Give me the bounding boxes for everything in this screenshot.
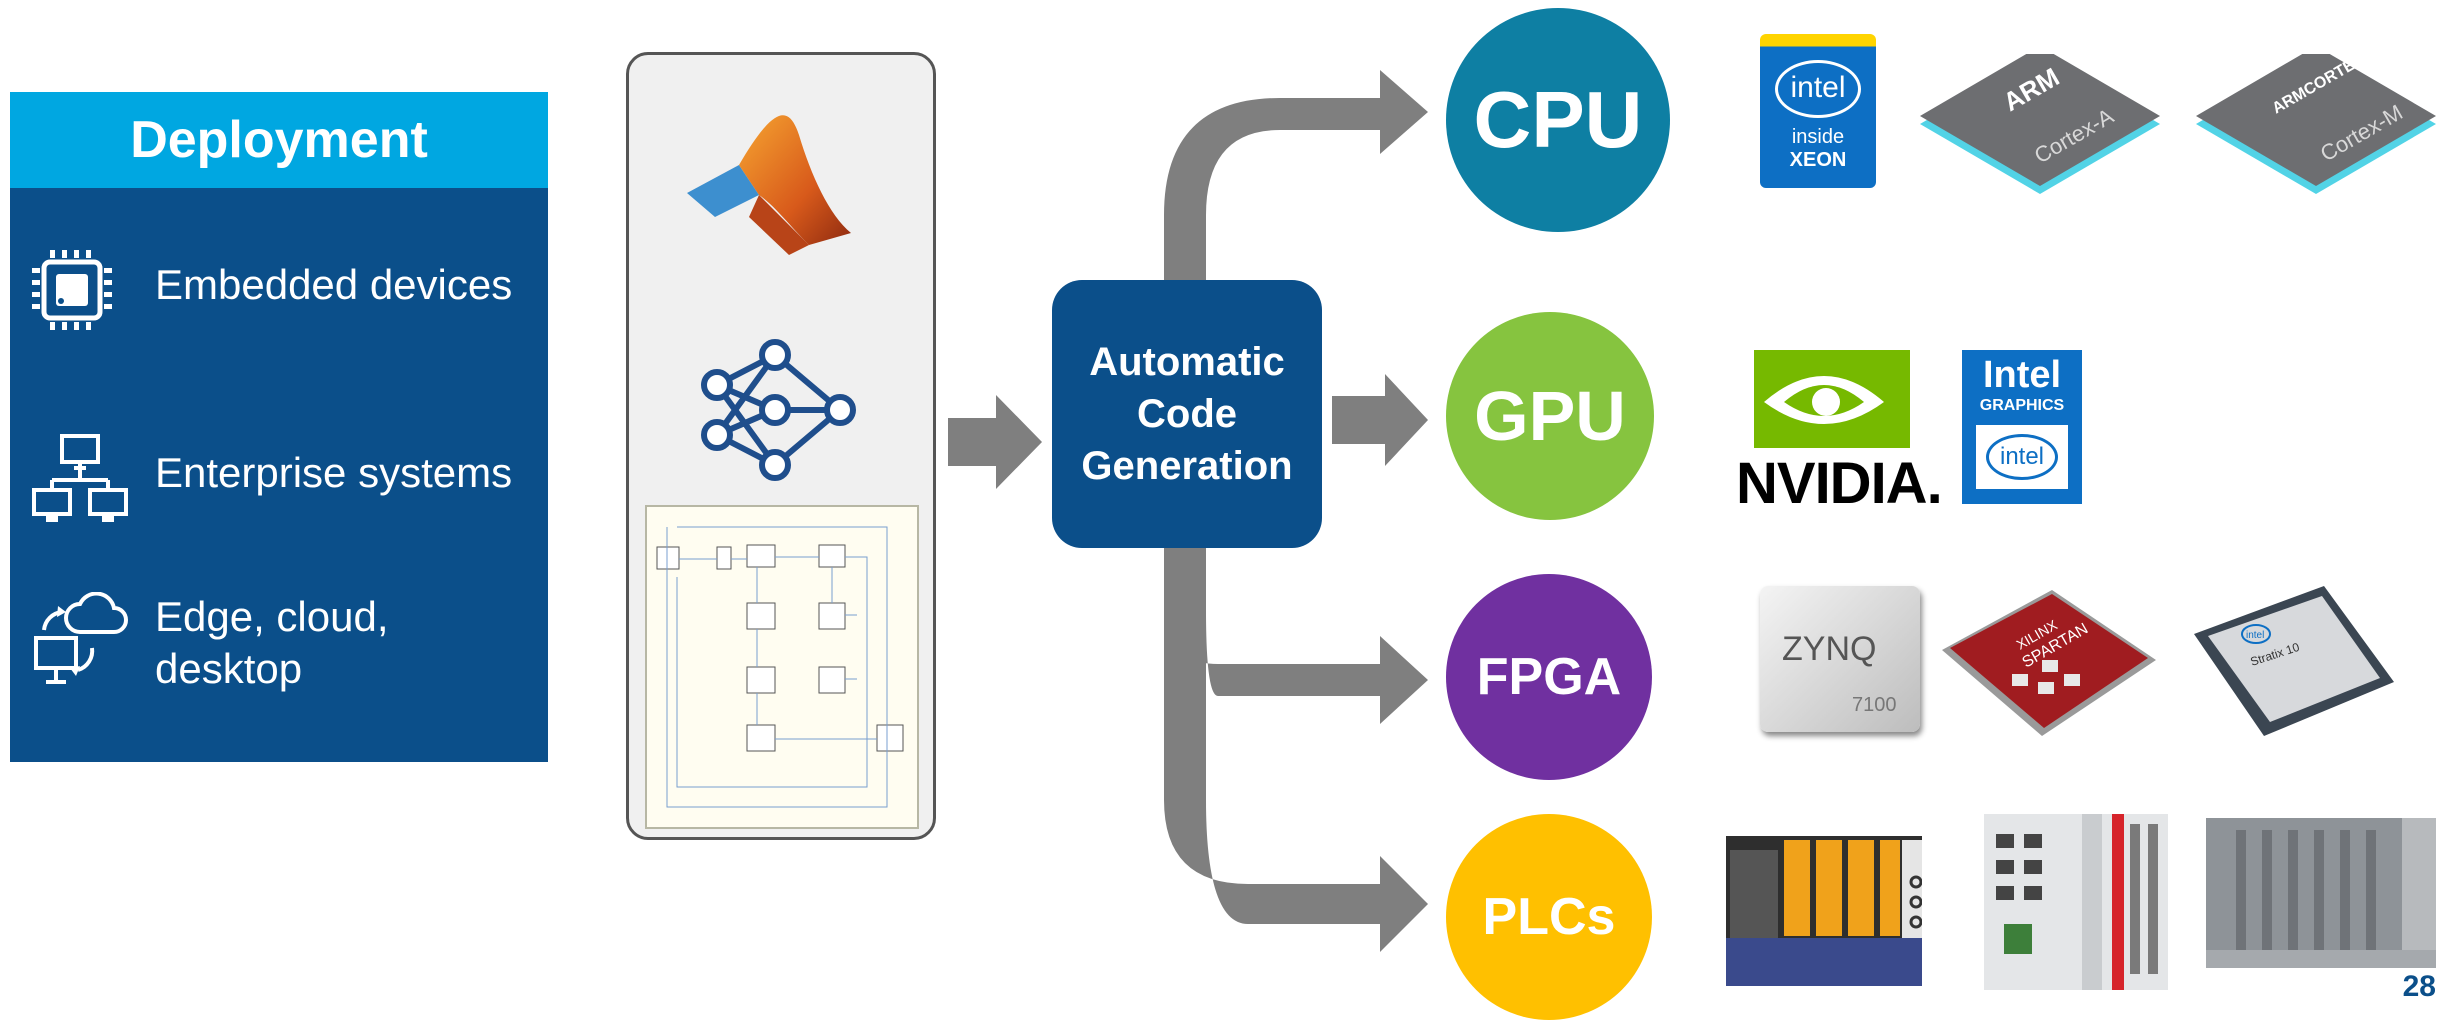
center-line-2: Code: [1137, 392, 1237, 436]
intel-badge-text: intel: [1986, 434, 2058, 480]
plc-module-2: [1984, 814, 2168, 990]
simulink-model-thumbnail: [645, 505, 919, 829]
zynq-chip: ZYNQ 7100: [1760, 586, 1920, 732]
deployment-panel: Deployment Embedded devices: [10, 92, 548, 762]
source-box: [626, 52, 936, 840]
nvidia-wordmark: NVIDIA.: [1736, 451, 1943, 516]
deployment-title: Deployment: [10, 92, 548, 188]
intel-logo-text: intel: [1775, 60, 1861, 118]
fpga-arrow: [1164, 548, 1428, 724]
nvidia-eye-icon: [1754, 350, 1910, 448]
plc-module-3: [2206, 818, 2436, 968]
arm-cortex-m-chip: ARMCORTEX Cortex-M: [2196, 54, 2436, 194]
plcs-arrow: [1164, 600, 1428, 952]
deploy-item-label: Embedded devices: [155, 261, 513, 308]
deploy-item-embedded: Embedded devices: [10, 242, 548, 352]
input-arrow: [948, 395, 1042, 489]
target-cpu: CPU: [1446, 8, 1670, 232]
cloud-desktop-icon: [34, 592, 128, 684]
deploy-item-label: Enterprise systems: [155, 449, 513, 496]
deploy-item-label: Edge, cloud,: [155, 593, 389, 640]
xeon-text: XEON: [1789, 149, 1847, 171]
neural-network-icon: [701, 339, 856, 481]
intel-xeon-logo: intel inside XEON: [1760, 34, 1876, 188]
page-number: 28: [2402, 970, 2436, 1003]
matlab-logo-icon: [687, 115, 851, 255]
xilinx-spartan-chip: XILINX SPARTAN: [1942, 590, 2156, 736]
intel-graphics-logo: Intel GRAPHICS intel: [1962, 350, 2082, 504]
intel-graphics-label: GRAPHICS: [1979, 397, 2065, 414]
chip-icon: [32, 250, 112, 330]
deploy-item-edge: Edge, cloud, desktop: [10, 592, 548, 722]
intel-chip-brand: intel: [2246, 630, 2264, 641]
network-icon: [32, 434, 128, 522]
cpu-arrow: [1164, 70, 1428, 280]
center-line-1: Automatic: [1089, 340, 1285, 384]
target-fpga: FPGA: [1446, 574, 1652, 780]
intel-stratix-chip: intel Stratix 10: [2194, 586, 2394, 736]
center-line-3: Generation: [1081, 444, 1293, 488]
plc-module-1: [1726, 836, 1922, 986]
deploy-item-enterprise: Enterprise systems: [10, 432, 548, 542]
gpu-arrow: [1332, 374, 1428, 466]
intel-graphics-brand: Intel: [1982, 354, 2062, 396]
automatic-code-generation-block: Automatic Code Generation: [1052, 280, 1322, 548]
deploy-item-label: desktop: [155, 645, 303, 692]
arm-cortex-a-chip: ARM Cortex-A: [1920, 54, 2160, 194]
target-plcs: PLCs: [1446, 814, 1652, 1020]
zynq-label: ZYNQ: [1782, 630, 1877, 668]
target-gpu: GPU: [1446, 312, 1654, 520]
nvidia-logo: NVIDIA.: [1736, 350, 1946, 516]
intel-inside-text: inside: [1791, 126, 1845, 148]
zynq-number: 7100: [1852, 694, 1897, 716]
intel-badge: intel: [1976, 425, 2068, 489]
